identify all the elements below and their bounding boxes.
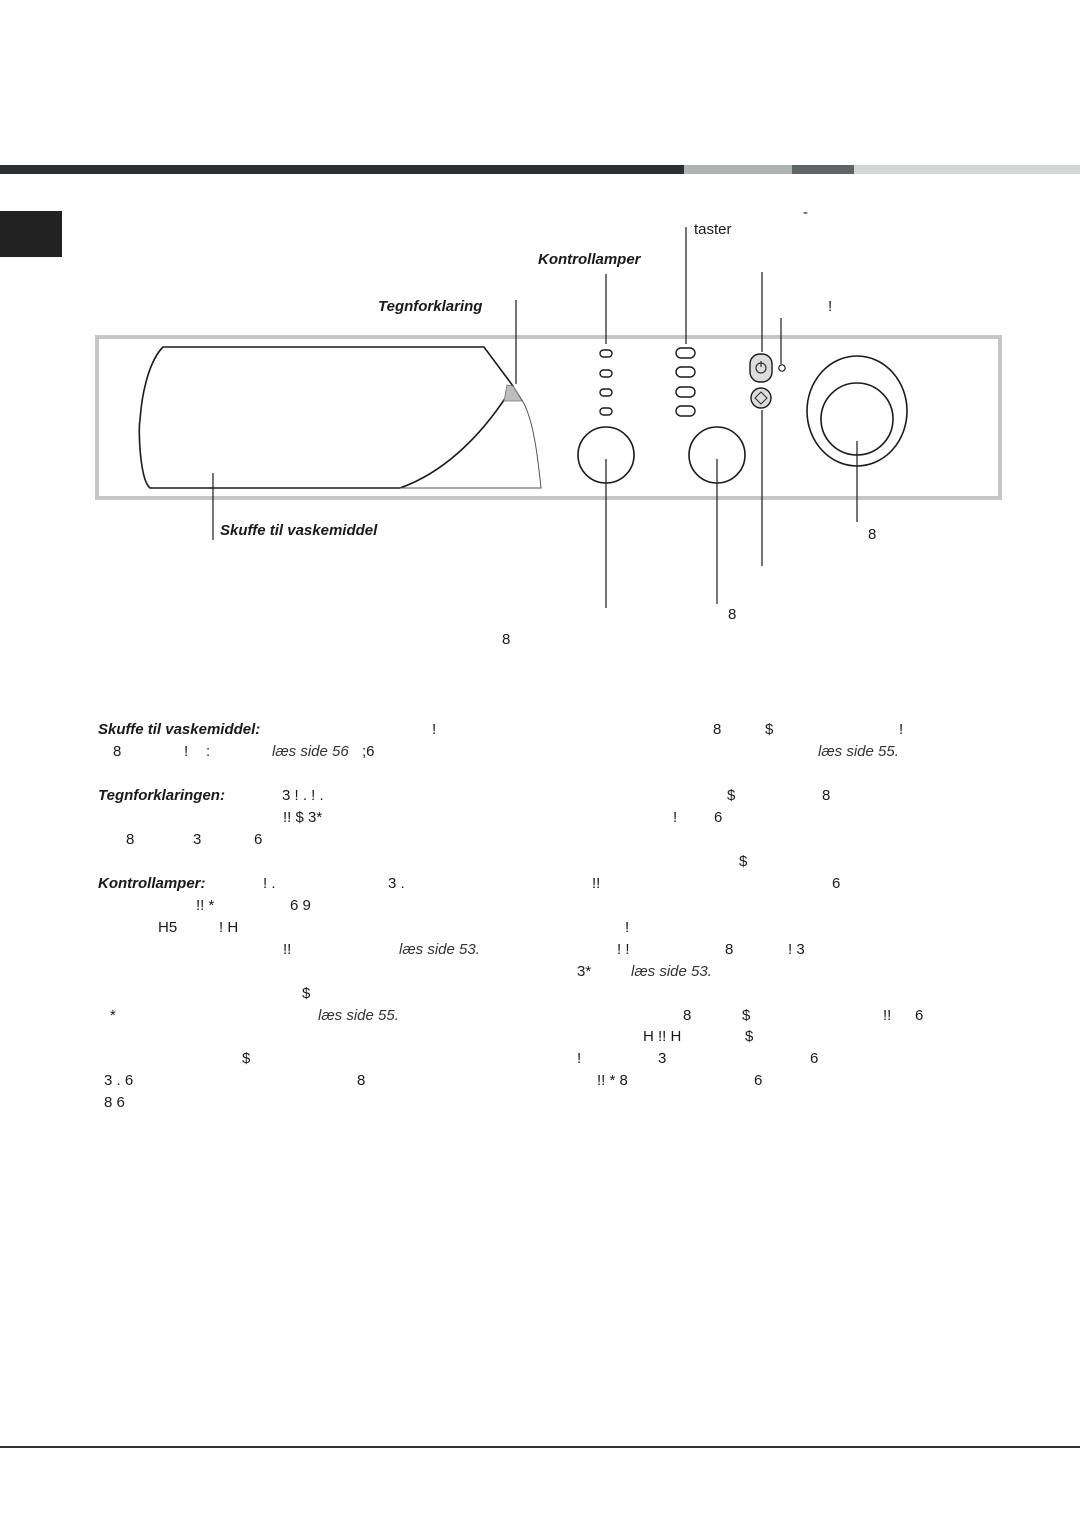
legend-triangle [503, 384, 523, 402]
control-panel-diagram [95, 227, 1002, 608]
page-reference: læs side 56 [272, 743, 349, 760]
text-fragment: 3 . [388, 875, 405, 892]
text-fragment: 6 [832, 875, 841, 892]
text-fragment: 8 [683, 1007, 692, 1024]
text-fragment: 6 [754, 1072, 763, 1089]
label-exclamation: ! [828, 298, 833, 315]
text-fragment: 8 [713, 721, 722, 738]
text-fragment: H5 [158, 919, 178, 936]
page-reference: læs side 53. [399, 941, 480, 958]
header-bar-dark [0, 165, 684, 174]
text-fragment: 8 [822, 787, 831, 804]
text-fragment: ! ! [617, 941, 630, 958]
indicator-leds-1 [599, 349, 613, 416]
text-fragment: ;6 [362, 743, 375, 760]
text-fragment: : [206, 743, 211, 760]
label-skuffe: Skuffe til vaskemiddel [220, 522, 378, 539]
text-fragment: 3 [658, 1050, 667, 1067]
header-bar-pale [854, 165, 1080, 174]
text-fragment: 6 [714, 809, 723, 826]
text-fragment: 6 [810, 1050, 819, 1067]
text-fragment: ! 3 [788, 941, 805, 958]
text-fragment: !! * [196, 897, 215, 914]
label-tegnforklaring: Tegnforklaring [378, 298, 483, 315]
text-fragment: ! [899, 721, 904, 738]
text-fragment: ! [184, 743, 189, 760]
text-fragment: 8 [126, 831, 135, 848]
start-button [750, 387, 772, 409]
option-buttons [675, 347, 696, 417]
heading-kontrollamper: Kontrollamper: [98, 875, 206, 892]
label-temperature-knob: 8 [502, 631, 511, 648]
text-fragment: !! [283, 941, 292, 958]
label-taster: taster [694, 221, 732, 238]
heading-tegnforklaringen: Tegnforklaringen: [98, 787, 225, 804]
text-fragment: 3 . 6 [104, 1072, 134, 1089]
text-fragment: 6 9 [290, 897, 311, 914]
label-program-knob: 8 [868, 526, 877, 543]
detergent-drawer [138, 346, 514, 489]
text-fragment: ! . [263, 875, 276, 892]
text-fragment: !! [592, 875, 601, 892]
page-reference: læs side 53. [631, 963, 712, 980]
text-fragment: $ [242, 1050, 251, 1067]
text-fragment: $ [742, 1007, 751, 1024]
text-fragment: 8 [725, 941, 734, 958]
text-fragment: ! [625, 919, 630, 936]
heading-skuffe: Skuffe til vaskemiddel: [98, 721, 261, 738]
text-fragment: $ [765, 721, 774, 738]
panel-frame [95, 335, 1002, 500]
text-fragment: !! [883, 1007, 892, 1024]
drawer-outline [400, 385, 542, 489]
text-fragment: $ [739, 853, 748, 870]
power-button [749, 353, 773, 383]
text-fragment: !! $ 3* [283, 809, 323, 826]
label-spin-knob: 8 [728, 606, 737, 623]
header-bar-mid [792, 165, 854, 174]
text-fragment: ! [432, 721, 437, 738]
text-fragment: 8 [357, 1072, 366, 1089]
page-reference: læs side 55. [818, 743, 899, 760]
text-fragment: ! H [219, 919, 239, 936]
text-fragment: 8 [113, 743, 122, 760]
text-fragment: 8 6 [104, 1094, 125, 1111]
page-reference: læs side 55. [318, 1007, 399, 1024]
text-fragment: $ [302, 985, 311, 1002]
text-fragment: 3* [577, 963, 592, 980]
text-fragment: 3 [193, 831, 202, 848]
text-fragment: 3 ! . ! . [282, 787, 324, 804]
text-fragment: H !! H [643, 1028, 682, 1045]
text-fragment: ! [577, 1050, 582, 1067]
text-fragment: $ [727, 787, 736, 804]
text-fragment: 6 [915, 1007, 924, 1024]
header-bar-light [684, 165, 792, 174]
text-fragment: * [110, 1007, 116, 1024]
footer-rule [0, 1446, 1080, 1448]
text-fragment: ! [673, 809, 678, 826]
text-fragment: $ [745, 1028, 754, 1045]
power-led [778, 364, 786, 372]
side-tab [0, 211, 62, 257]
text-fragment: 6 [254, 831, 263, 848]
text-fragment: !! * 8 [597, 1072, 628, 1089]
label-kontrollamper: Kontrollamper [538, 251, 641, 268]
label-dash: - [803, 204, 808, 221]
